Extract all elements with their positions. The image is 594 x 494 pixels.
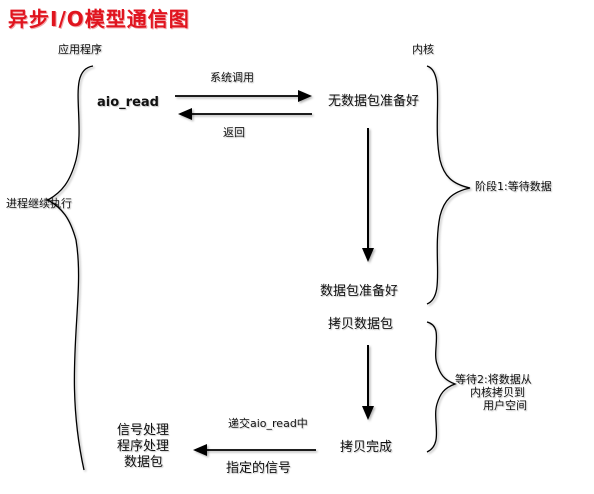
data-ready-node: 数据包准备好 [320,284,399,299]
stage2-label-line2: 内核拷贝到 [470,386,525,399]
process-continues-label: 进程继续执行 [6,197,72,210]
copy-data-node: 拷贝数据包 [328,317,394,332]
syscall-arrowhead [298,90,312,102]
app-label: 应用程序 [58,43,102,56]
process-brace [46,65,94,471]
copy-arrowhead [362,406,374,420]
stage2-label-line3: 用户空间 [483,399,527,412]
diagram-title: 异步I/O模型通信图 [8,7,190,31]
stage2-label-line1: 等待2:将数据从 [455,373,532,386]
stage2-brace [426,321,457,453]
syscall-label: 系统调用 [210,71,254,84]
wait-arrowhead [362,248,374,262]
aio-read-label: aio_read [97,95,159,110]
signal-arrowhead [193,444,207,456]
signal-handler-line2: 程序处理 [117,439,170,454]
kernel-label: 内核 [412,43,434,56]
signal-handler-line3: 数据包 [124,455,164,470]
stage1-label: 阶段1:等待数据 [475,180,552,193]
no-data-node: 无数据包准备好 [328,94,420,109]
deliver-label: 递交aio_read中 [228,417,308,430]
signal-label: 指定的信号 [226,461,292,476]
stage1-brace [426,65,471,305]
signal-handler-line1: 信号处理 [117,423,170,438]
return-arrowhead [178,108,192,120]
copy-done-node: 拷贝完成 [340,440,393,455]
return-label: 返回 [223,126,245,139]
